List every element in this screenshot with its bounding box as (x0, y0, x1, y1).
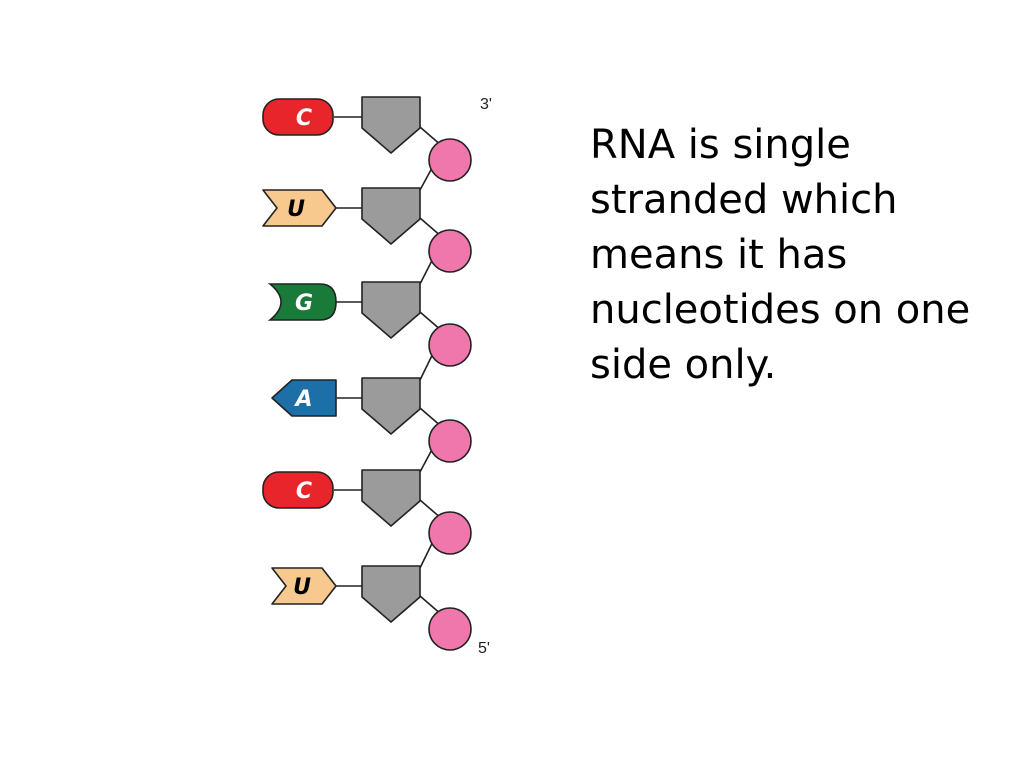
base-uracil (271, 567, 337, 605)
five-prime-label: 5' (478, 640, 490, 657)
phosphate-group (428, 607, 472, 651)
ribose-sugar (361, 187, 421, 245)
ribose-sugar (361, 281, 421, 339)
phosphate-group (428, 323, 472, 367)
base-cytosine (262, 98, 334, 136)
three-prime-label: 3' (480, 96, 492, 113)
phosphate-group (428, 138, 472, 182)
base-letter: C (296, 106, 312, 131)
base-uracil (262, 189, 337, 227)
base-letter: U (287, 197, 305, 222)
phosphate-group (428, 229, 472, 273)
nucleotide-strand: C U G A C U (262, 96, 472, 651)
ribose-sugar (361, 469, 421, 527)
explanation-text: RNA is single stranded which means it ha… (590, 122, 971, 388)
base-letter: C (296, 479, 312, 504)
base-letter: U (293, 575, 311, 600)
base-adenine (271, 379, 337, 417)
ribose-sugar (361, 96, 421, 154)
ribose-sugar (361, 377, 421, 435)
phosphate-group (428, 419, 472, 463)
phosphate-group (428, 511, 472, 555)
ribose-sugar (361, 565, 421, 623)
base-letter: A (293, 387, 312, 412)
base-letter: G (295, 291, 313, 316)
base-cytosine (262, 471, 334, 509)
base-guanine (267, 283, 337, 321)
